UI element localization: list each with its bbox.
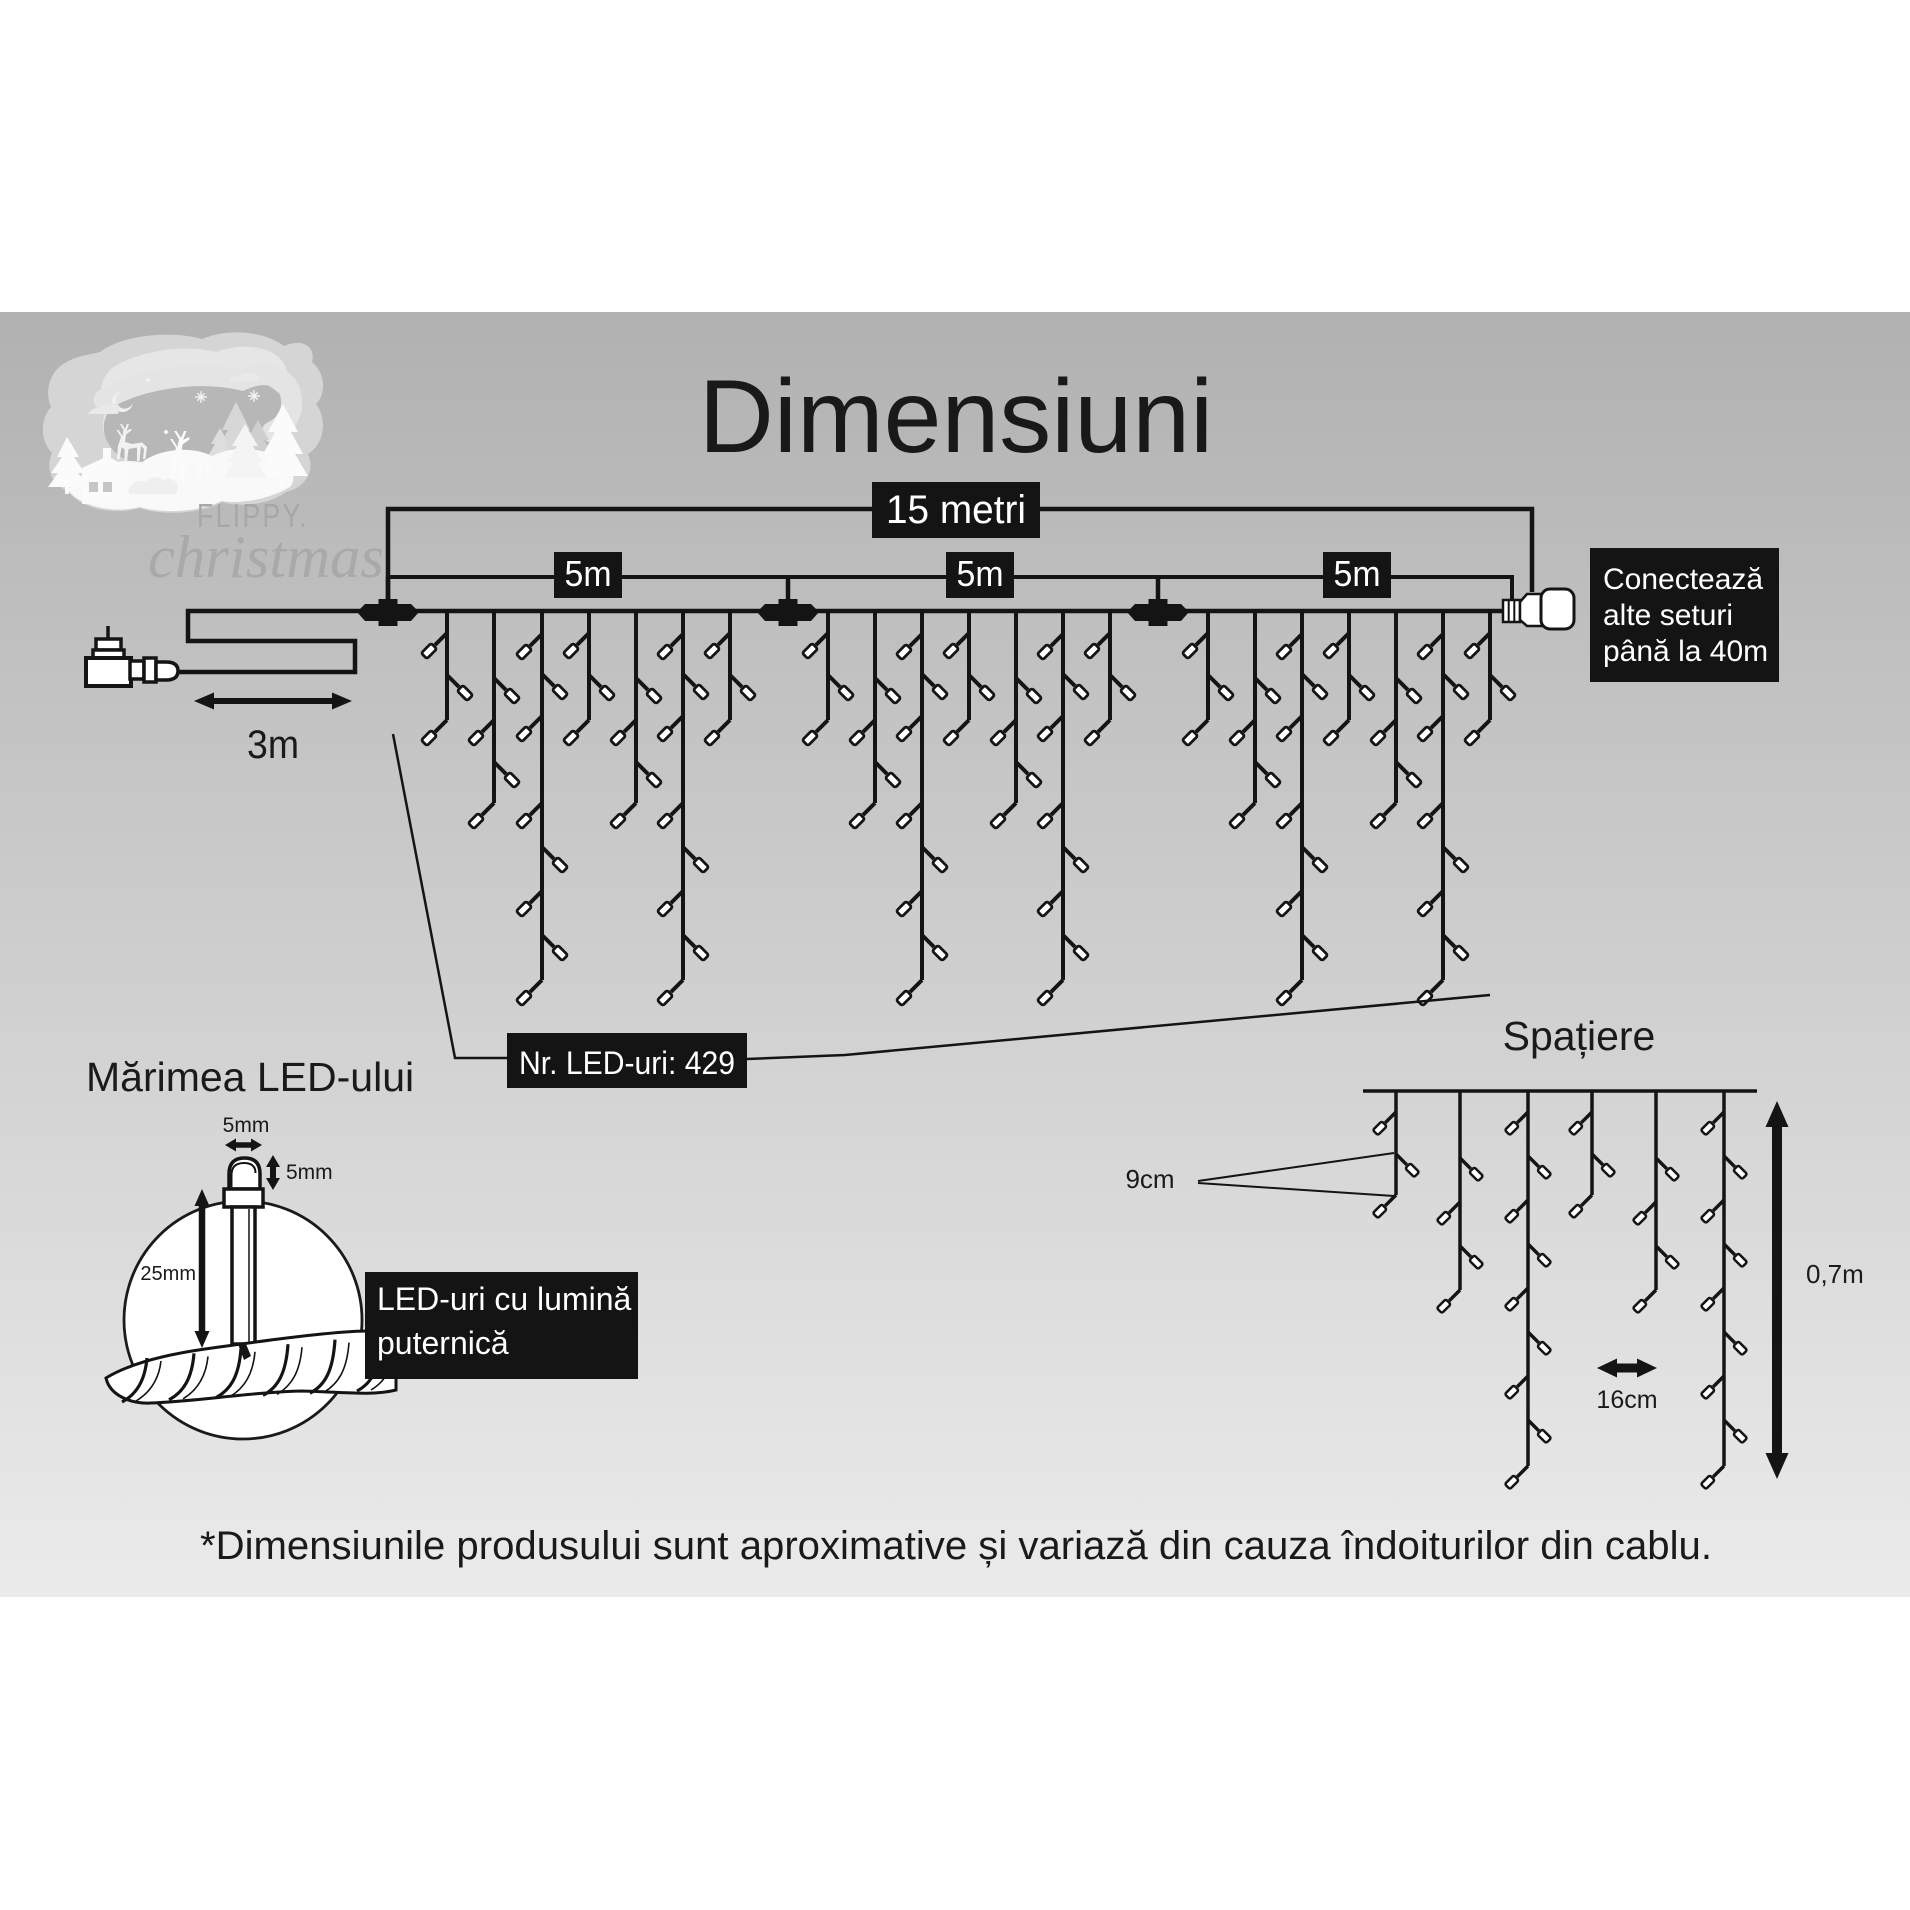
svg-text:Mărimea LED-ului: Mărimea LED-ului <box>86 1054 414 1100</box>
svg-text:Spațiere: Spațiere <box>1503 1013 1656 1059</box>
svg-text:LED-uri cu lumină: LED-uri cu lumină <box>377 1281 632 1317</box>
svg-text:5m: 5m <box>957 553 1004 594</box>
svg-text:16cm: 16cm <box>1596 1386 1657 1414</box>
svg-text:5mm: 5mm <box>223 1114 270 1137</box>
svg-text:alte seturi: alte seturi <box>1603 599 1733 632</box>
svg-text:până la 40m: până la 40m <box>1603 635 1768 668</box>
svg-text:FLIPPY.: FLIPPY. <box>197 497 309 534</box>
svg-text:5m: 5m <box>1334 553 1381 594</box>
svg-text:0,7m: 0,7m <box>1806 1259 1864 1289</box>
svg-text:Dimensiuni: Dimensiuni <box>699 359 1213 475</box>
svg-text:puternică: puternică <box>377 1325 509 1361</box>
svg-text:25mm: 25mm <box>140 1263 196 1285</box>
svg-text:5mm: 5mm <box>286 1161 333 1184</box>
svg-text:3m: 3m <box>247 723 299 767</box>
svg-text:christmas: christmas <box>148 524 384 590</box>
svg-text:15 metri: 15 metri <box>886 488 1026 532</box>
svg-text:Conectează: Conectează <box>1603 563 1763 596</box>
svg-text:Nr. LED-uri: 429: Nr. LED-uri: 429 <box>519 1045 735 1081</box>
svg-text:9cm: 9cm <box>1125 1164 1174 1194</box>
svg-text:5m: 5m <box>565 553 612 594</box>
svg-text:*Dimensiunile produsului sunt: *Dimensiunile produsului sunt aproximati… <box>200 1524 1712 1568</box>
